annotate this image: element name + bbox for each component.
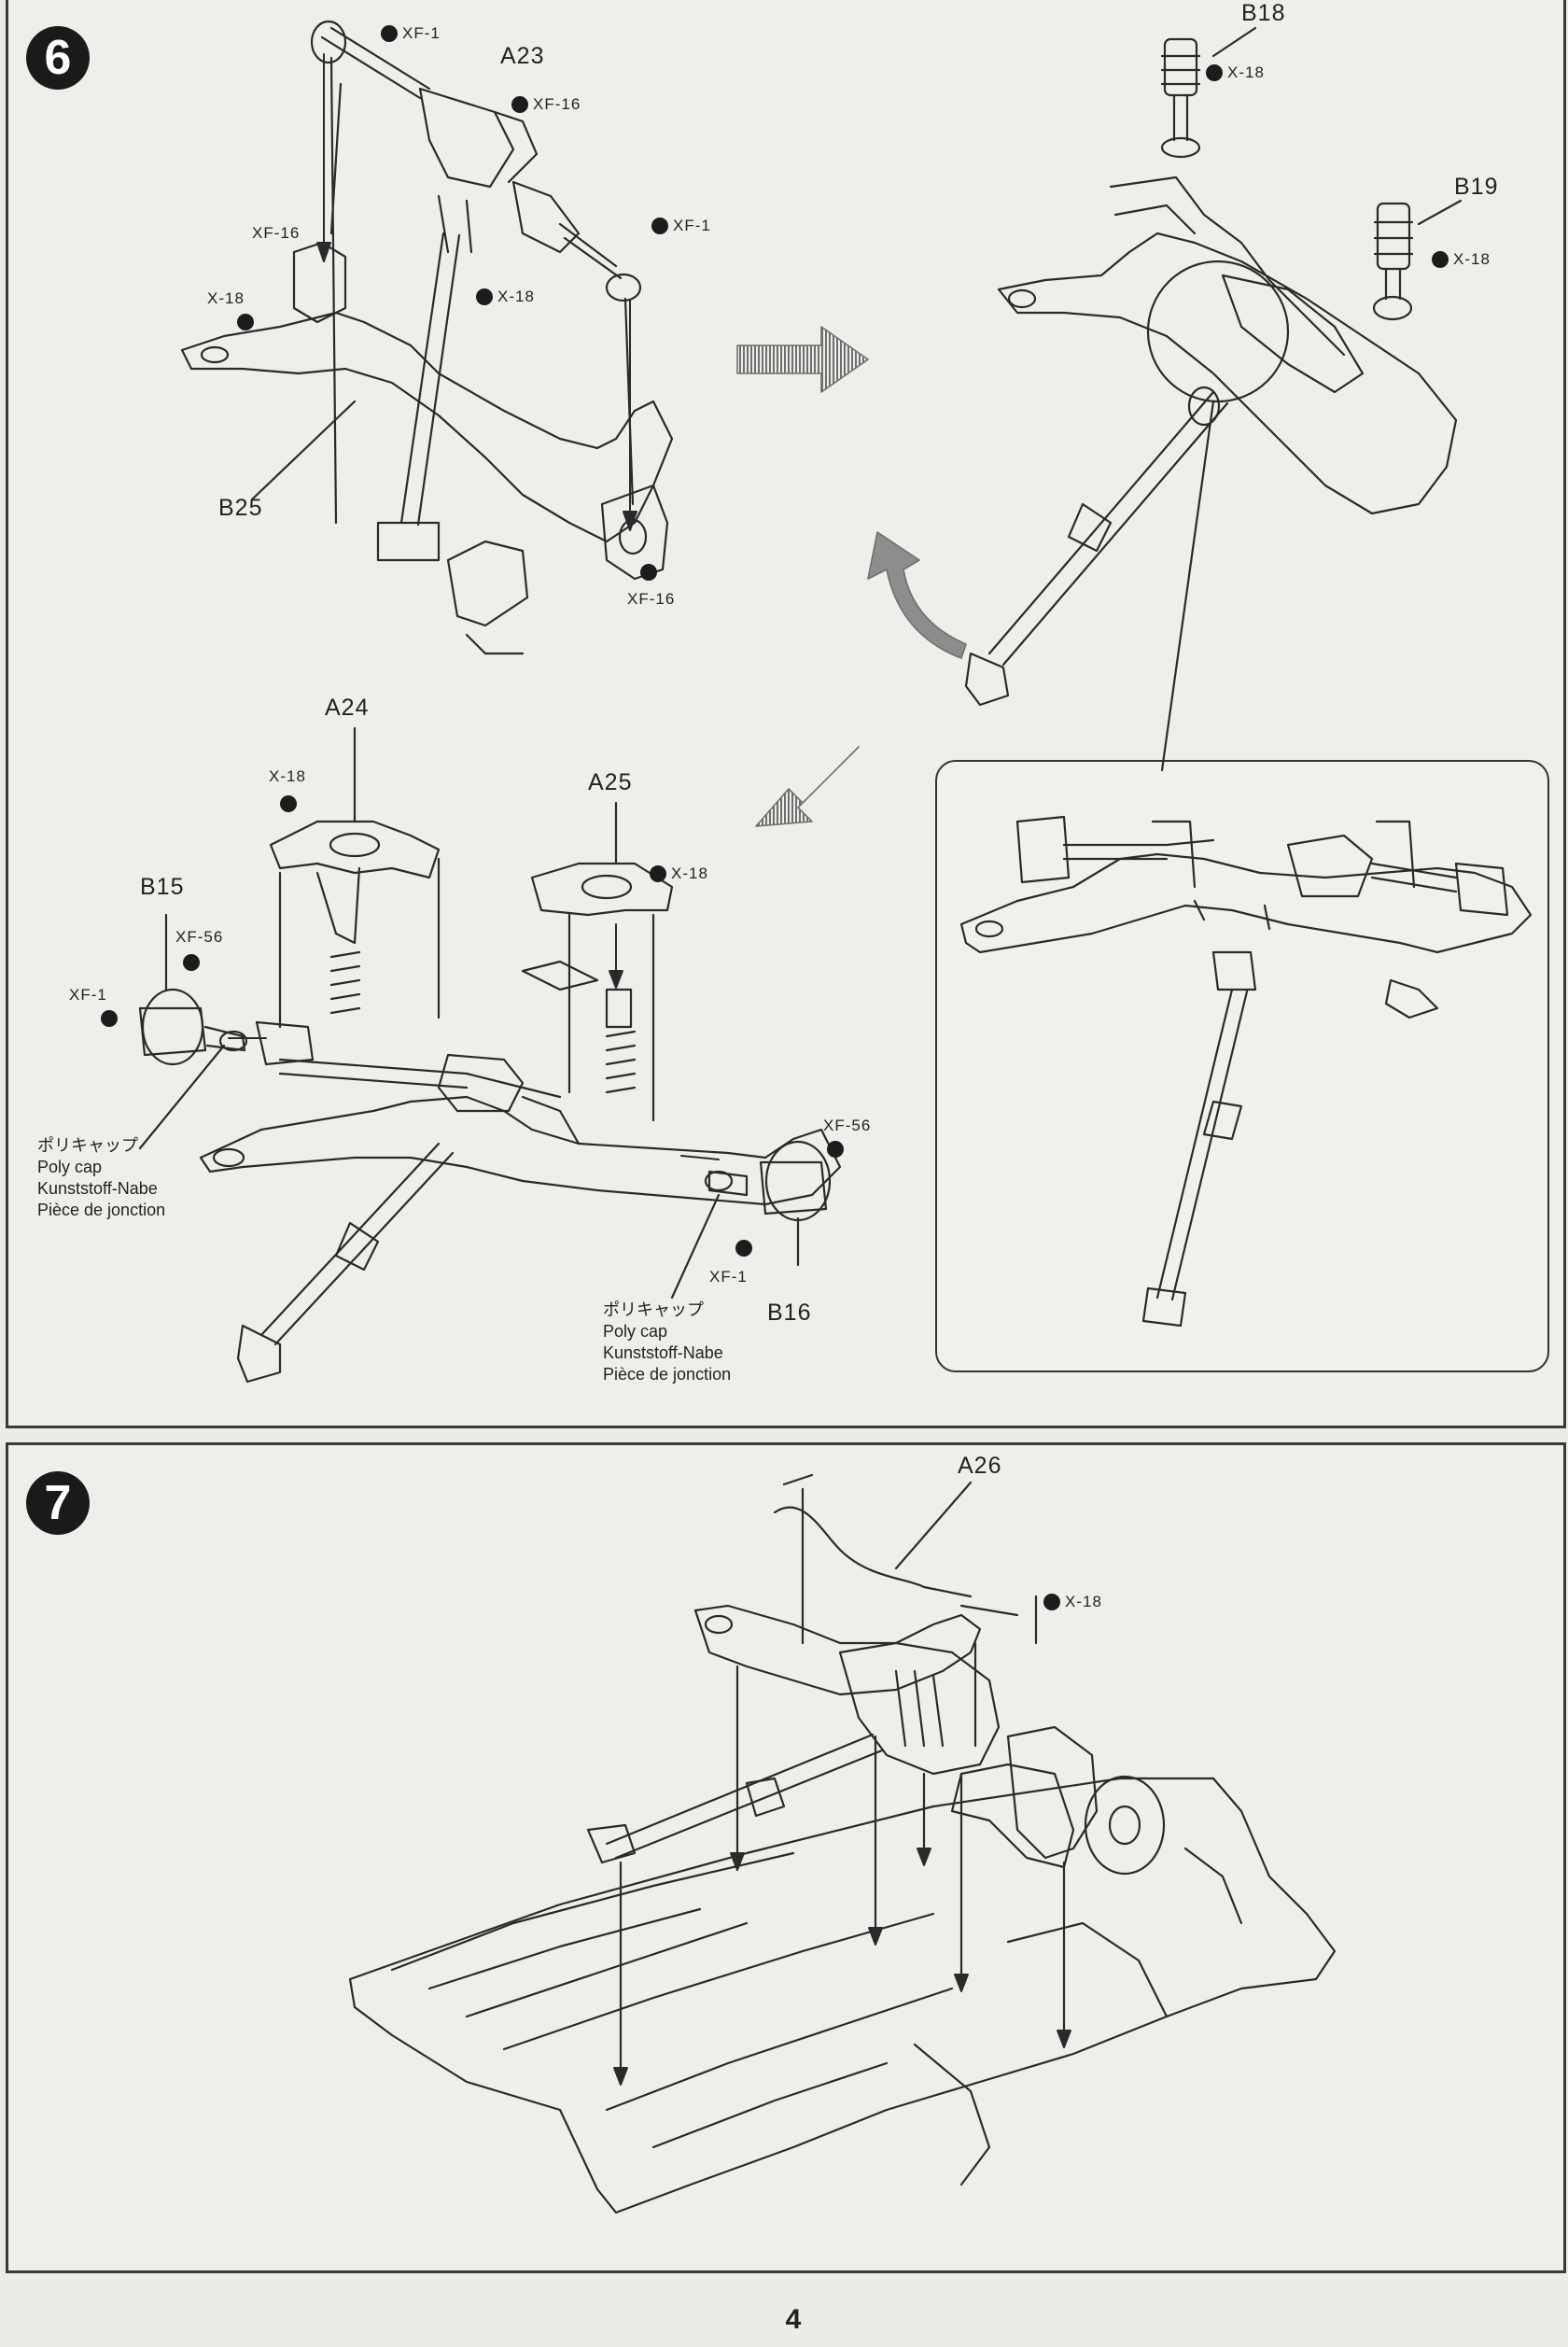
note-en: Poly cap	[37, 1158, 103, 1176]
paint-code: X-18	[269, 767, 306, 785]
part-label-a26: A26	[958, 1453, 1002, 1479]
paint-dot-icon	[101, 1010, 118, 1027]
front-subframe-drawing-right	[964, 37, 1458, 772]
paint-callout	[735, 1240, 757, 1257]
paint-callout: XF-1	[651, 217, 711, 235]
rear-chassis-drawing	[348, 1473, 1337, 2214]
paint-callout	[183, 954, 204, 971]
paint-callout: XF-1	[709, 1268, 748, 1286]
paint-code: XF-56	[823, 1117, 872, 1134]
detail-inset-box	[935, 760, 1549, 1372]
paint-callout	[827, 1141, 848, 1158]
paint-callout	[237, 314, 259, 330]
paint-callout: X-18	[269, 767, 306, 786]
rotate-arrow	[867, 531, 967, 659]
front-subframe-drawing-left	[180, 20, 674, 655]
paint-code: XF-1	[402, 24, 441, 42]
paint-callout: X-18	[650, 864, 708, 883]
paint-dot-icon	[1206, 64, 1223, 81]
paint-code: X-18	[1227, 63, 1265, 81]
part-label-a23: A23	[500, 43, 545, 69]
part-label-a24: A24	[325, 695, 370, 721]
step-arrow-right	[736, 326, 869, 393]
paint-callout: X-18	[1206, 63, 1265, 82]
step-7-panel	[6, 1442, 1566, 2273]
paint-callout	[280, 795, 301, 812]
paint-code: XF-16	[533, 95, 581, 113]
paint-code: X-18	[207, 289, 245, 307]
paint-dot-icon	[1043, 1594, 1060, 1610]
note-fr: Pièce de jonction	[37, 1201, 166, 1219]
paint-callout: XF-56	[823, 1117, 871, 1135]
paint-callout	[640, 564, 662, 581]
paint-code: XF-56	[175, 928, 224, 946]
paint-code: XF-1	[69, 986, 107, 1004]
inset-detail-drawing	[959, 815, 1533, 1328]
part-label-b16: B16	[767, 1300, 812, 1326]
step-6-badge: 6	[26, 26, 90, 90]
paint-callout	[101, 1010, 122, 1027]
page-number: 4	[785, 2304, 802, 2335]
paint-callout: XF-16	[627, 590, 675, 609]
paint-dot-icon	[735, 1240, 752, 1257]
paint-callout: X-18	[1043, 1593, 1102, 1611]
part-label-b25: B25	[218, 495, 263, 521]
part-label-b19: B19	[1454, 174, 1499, 200]
poly-cap-note-left: ポリキャップ Poly cap Kunststoff-Nabe Pièce de…	[37, 1135, 165, 1221]
paint-dot-icon	[183, 954, 200, 971]
note-jp: ポリキャップ	[37, 1136, 138, 1155]
paint-callout: XF-56	[175, 928, 223, 947]
paint-callout: XF-16	[252, 224, 300, 243]
paint-callout: X-18	[476, 288, 535, 306]
paint-callout: XF-1	[381, 24, 441, 43]
paint-callout: X-18	[207, 289, 245, 308]
paint-dot-icon	[827, 1141, 844, 1158]
paint-code: X-18	[1065, 1593, 1102, 1610]
step-7-badge: 7	[26, 1471, 90, 1535]
part-label-a25: A25	[588, 769, 633, 795]
front-assembly-drawing-bottom	[138, 726, 842, 1384]
step7-arrowheads	[613, 1848, 1071, 2086]
paint-code: XF-16	[627, 590, 676, 608]
paint-callout: XF-1	[69, 986, 107, 1005]
paint-dot-icon	[476, 288, 493, 305]
paint-callout: XF-16	[511, 95, 581, 114]
paint-callout: X-18	[1432, 250, 1491, 269]
paint-dot-icon	[237, 314, 254, 330]
paint-dot-icon	[640, 564, 657, 581]
paint-dot-icon	[651, 218, 668, 234]
paint-code: X-18	[497, 288, 535, 305]
paint-code: XF-1	[709, 1268, 748, 1286]
paint-code: X-18	[1453, 250, 1491, 268]
part-label-b18: B18	[1241, 0, 1286, 26]
insertion-arrows-left	[316, 53, 637, 531]
paint-code: XF-1	[673, 217, 711, 234]
paint-code: X-18	[671, 864, 708, 882]
paint-dot-icon	[381, 25, 398, 42]
insertion-arrows-bottom	[228, 923, 720, 1160]
part-label-b15: B15	[140, 874, 185, 900]
paint-dot-icon	[1432, 251, 1449, 268]
poly-cap-note-right: ポリキャップ Poly cap Kunststoff-Nabe Pièce de…	[603, 1300, 731, 1385]
paint-dot-icon	[511, 96, 528, 113]
step-arrow-down-left	[755, 746, 860, 827]
note-de: Kunststoff-Nabe	[603, 1343, 723, 1362]
note-jp: ポリキャップ	[603, 1300, 704, 1319]
paint-dot-icon	[650, 865, 666, 882]
note-de: Kunststoff-Nabe	[37, 1179, 158, 1198]
note-en: Poly cap	[603, 1322, 668, 1341]
note-fr: Pièce de jonction	[603, 1365, 732, 1384]
paint-dot-icon	[280, 795, 297, 812]
paint-code: XF-16	[252, 224, 301, 242]
